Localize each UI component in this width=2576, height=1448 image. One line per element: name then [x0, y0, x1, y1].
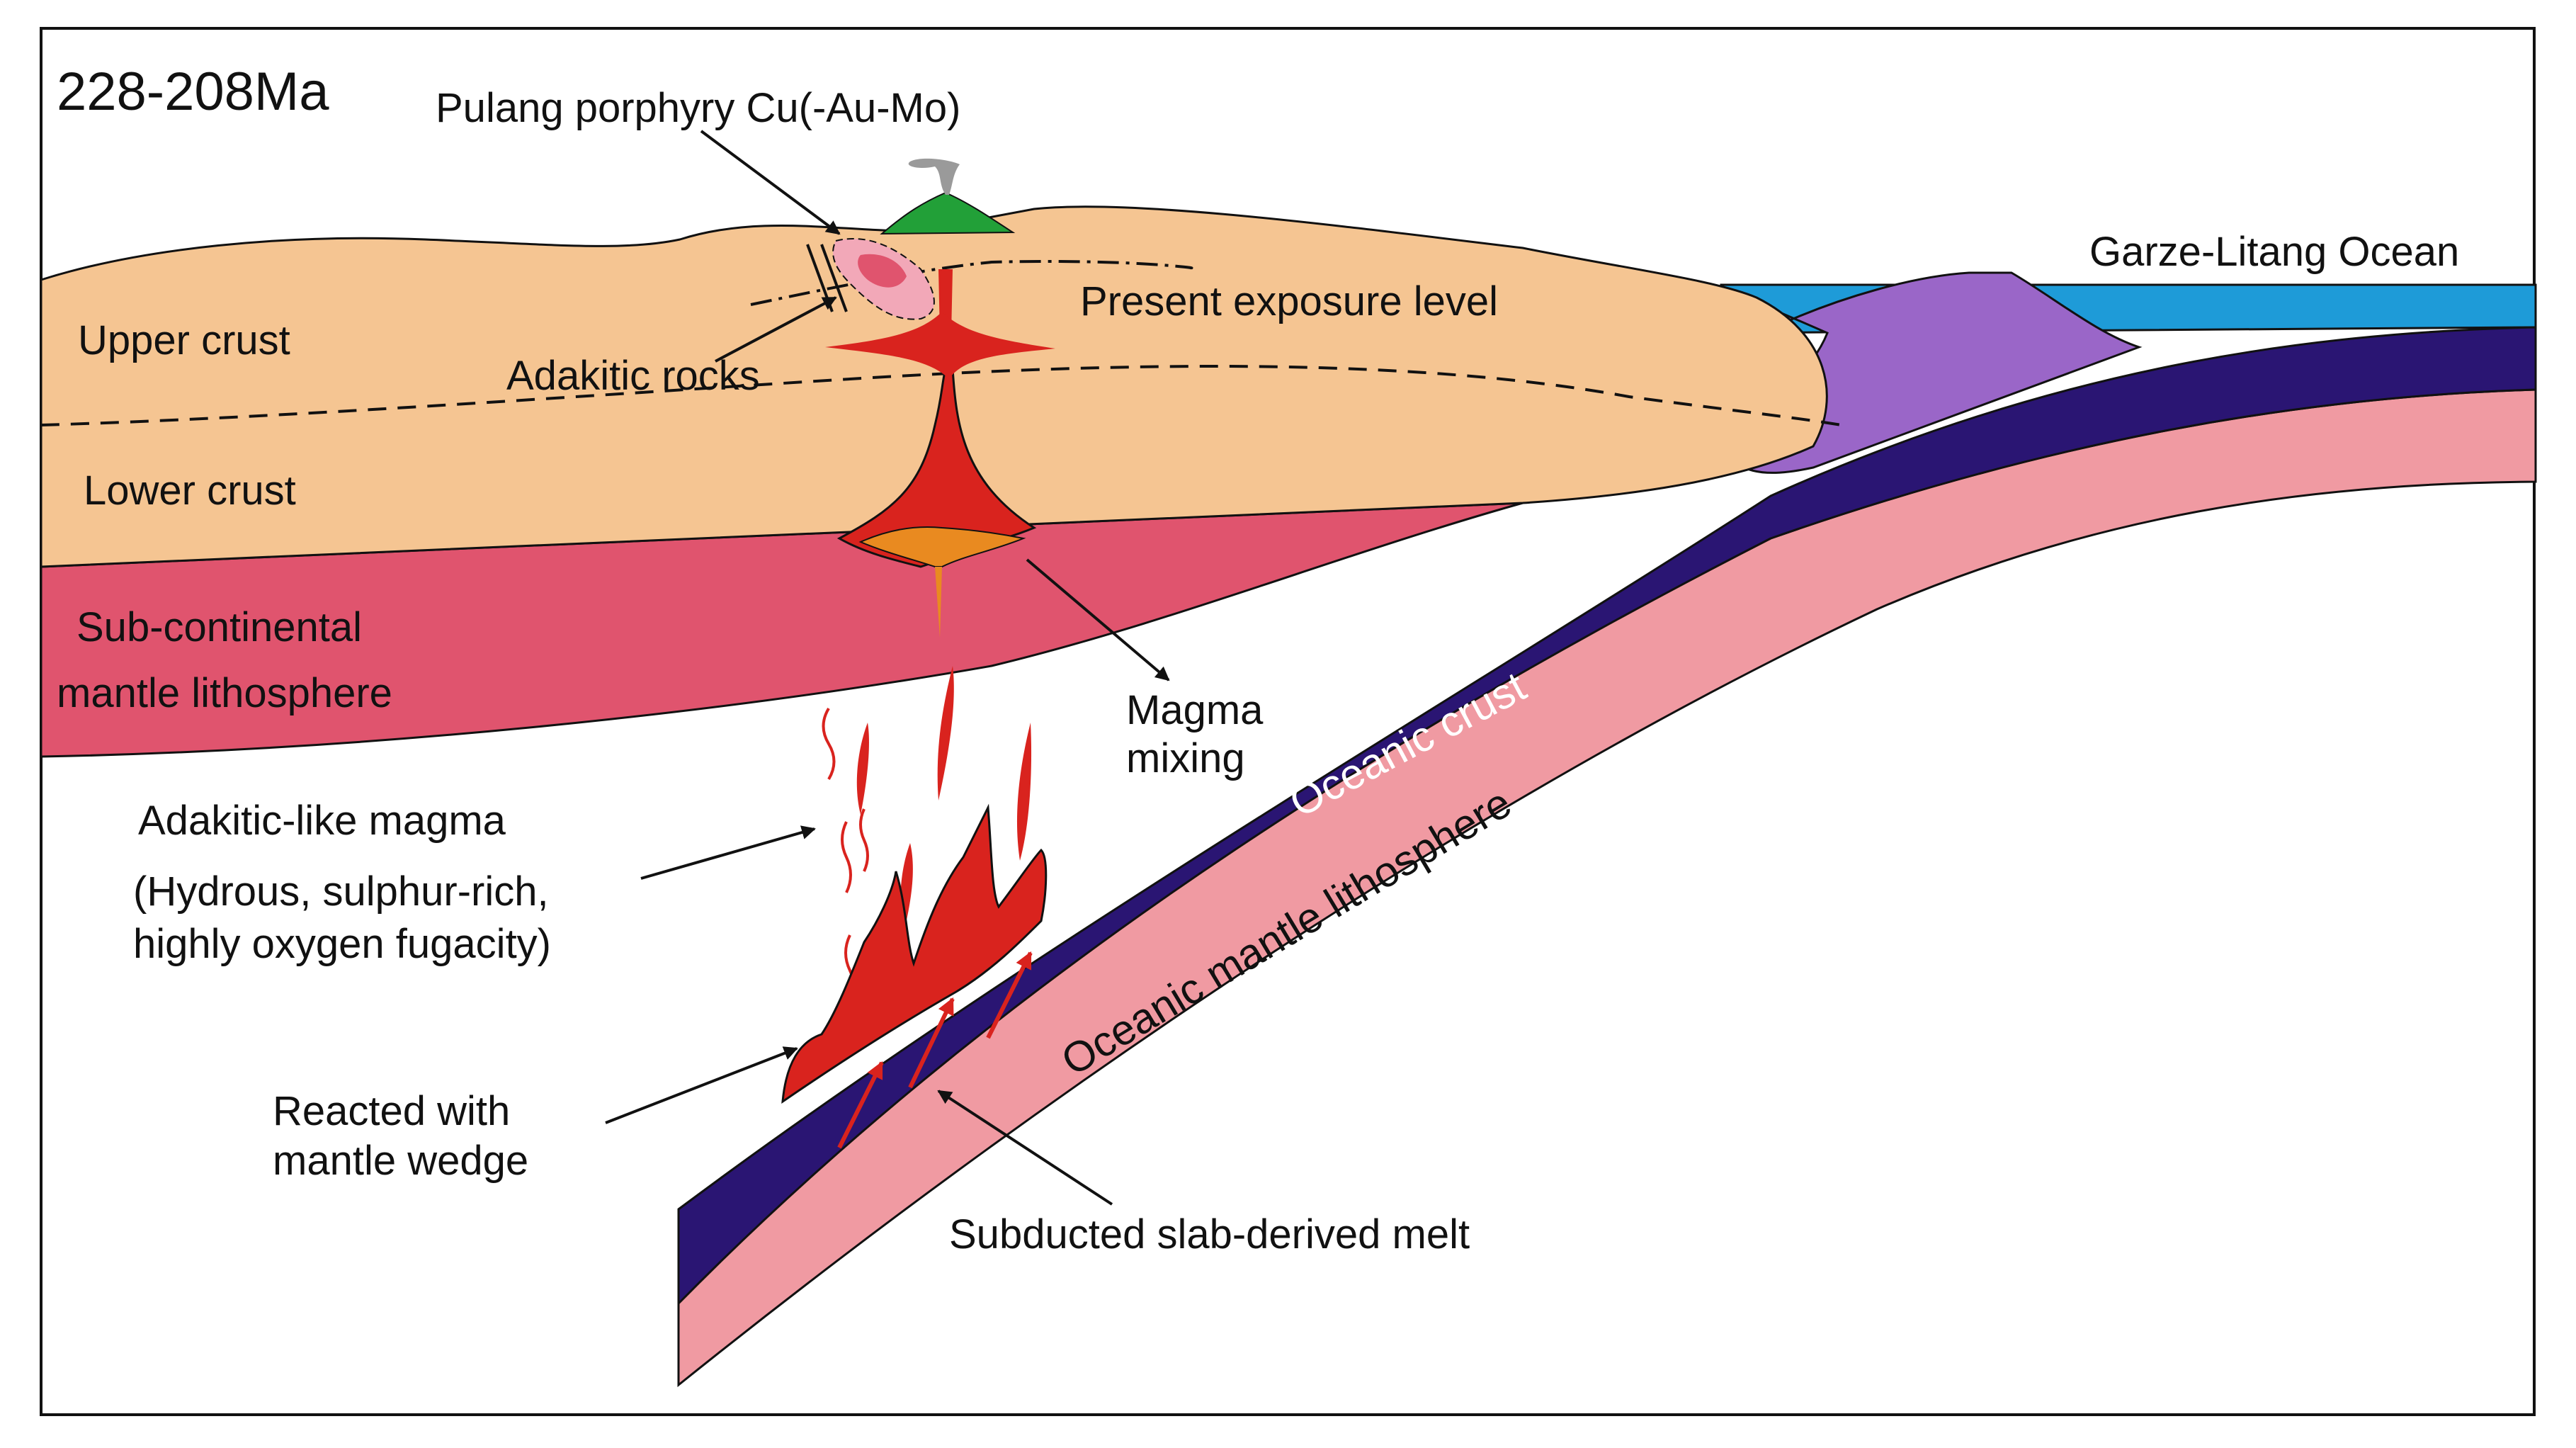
magma-chamber: [836, 367, 1037, 568]
melt-drop: [1016, 723, 1032, 861]
melt-arrow: [986, 951, 1033, 1039]
magma-mixing-label-2: mixing: [1126, 735, 1245, 781]
pulang-arrow: [700, 130, 841, 235]
adakitic-magma-desc-1: (Hydrous, sulphur-rich,: [133, 869, 549, 915]
sub-continental-mantle-lithosphere: [40, 502, 1524, 758]
slab-melt-arrows: [837, 951, 1033, 1149]
melt-streak: [822, 707, 836, 781]
subducted-melt-arrow: [937, 1090, 1113, 1206]
adakitic-magma-arrow: [640, 825, 816, 880]
adakitic-rocks-label: Adakitic rocks: [506, 353, 760, 399]
volcanic-plume: [908, 158, 960, 195]
melt-drop: [856, 723, 869, 815]
magma-tail: [935, 567, 942, 638]
mantle-wedge-melt: [781, 803, 1048, 1104]
melt-arrow: [837, 1060, 884, 1149]
present-exposure-label: Present exposure level: [1080, 278, 1498, 324]
subducted-melt-label: Subducted slab-derived melt: [949, 1211, 1470, 1257]
scml-label-1: Sub-continental: [76, 604, 362, 650]
oceanic-crust: [677, 326, 2537, 1306]
pulang-label: Pulang porphyry Cu(-Au-Mo): [436, 85, 960, 131]
reacted-label-2: mantle wedge: [273, 1138, 528, 1184]
adakitic-rocks-arrow: [715, 296, 837, 363]
magma-sill: [825, 312, 1055, 379]
leader-arrows: [605, 130, 1170, 1206]
upper-crust-label: Upper crust: [78, 317, 290, 363]
age-label: 228-208Ma: [57, 62, 329, 122]
lower-crust-label: Lower crust: [84, 468, 296, 514]
fault-line: [820, 244, 848, 312]
reacted-label-1: Reacted with: [273, 1088, 510, 1134]
adakitic-magma-label: Adakitic-like magma: [138, 798, 506, 844]
continental-crust: [40, 205, 1828, 568]
reacted-arrow: [605, 1046, 798, 1124]
present-exposure-line: [750, 259, 1193, 306]
melt-streak: [859, 808, 869, 872]
magma-system: [825, 158, 1055, 638]
fault-line: [806, 244, 834, 312]
magma-mixing-zone: [858, 526, 1026, 567]
adakitic-magma-desc-2: highly oxygen fugacity): [133, 921, 551, 967]
melt-arrow: [908, 997, 955, 1089]
porphyry-core: [858, 254, 907, 288]
scml-label-2: mantle lithosphere: [57, 670, 392, 716]
melt-streak: [841, 821, 852, 893]
crust-boundary-line: [40, 365, 1842, 426]
garze-ocean-label: Garze-Litang Ocean: [2089, 229, 2459, 275]
magma-mixing-arrow: [1026, 558, 1170, 681]
melt-drop: [937, 666, 954, 801]
magma-mixing-label-1: Magma: [1126, 687, 1264, 733]
